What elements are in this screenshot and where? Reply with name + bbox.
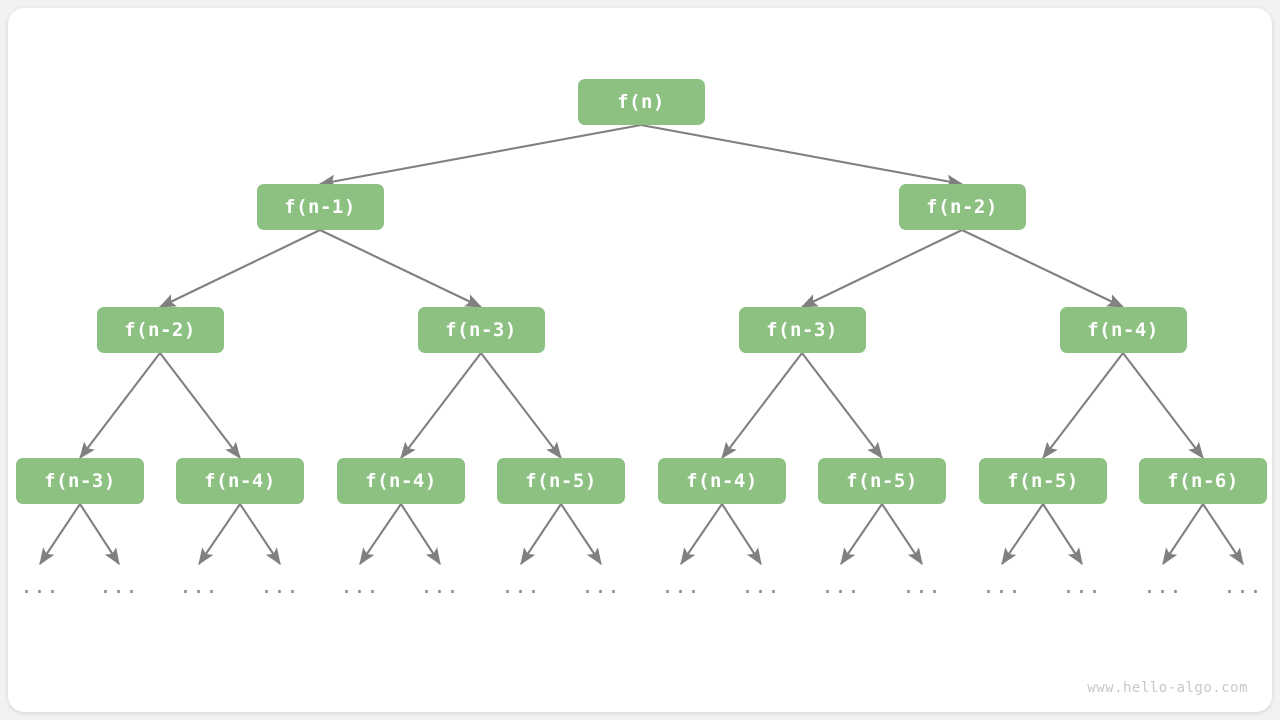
- ellipsis-marker: ...: [581, 574, 621, 598]
- ellipsis-marker: ...: [661, 574, 701, 598]
- tree-node-n1: f(n-1): [256, 184, 384, 230]
- tree-node-n0: f(n): [577, 79, 705, 125]
- tree-node-n12: f(n-5): [818, 458, 946, 504]
- tree-node-n13: f(n-5): [979, 458, 1107, 504]
- tree-node-n14: f(n-6): [1139, 458, 1267, 504]
- ellipsis-marker: ...: [1223, 574, 1263, 598]
- ellipsis-marker: ...: [179, 574, 219, 598]
- tree-node-n9: f(n-4): [337, 458, 465, 504]
- tree-node-n8: f(n-4): [176, 458, 304, 504]
- tree-node-n5: f(n-3): [738, 307, 866, 353]
- ellipsis-marker: ...: [99, 574, 139, 598]
- ellipsis-marker: ...: [1143, 574, 1183, 598]
- ellipsis-marker: ...: [821, 574, 861, 598]
- ellipsis-marker: ...: [741, 574, 781, 598]
- ellipsis-marker: ...: [260, 574, 300, 598]
- ellipsis-marker: ...: [420, 574, 460, 598]
- ellipsis-marker: ...: [1062, 574, 1102, 598]
- tree-node-n10: f(n-5): [497, 458, 625, 504]
- tree-node-n4: f(n-3): [417, 307, 545, 353]
- tree-node-n11: f(n-4): [658, 458, 786, 504]
- tree-node-n6: f(n-4): [1059, 307, 1187, 353]
- tree-node-n7: f(n-3): [16, 458, 144, 504]
- ellipsis-marker: ...: [20, 574, 60, 598]
- watermark: www.hello-algo.com: [1087, 680, 1248, 696]
- tree-node-n2: f(n-2): [898, 184, 1026, 230]
- ellipsis-marker: ...: [902, 574, 942, 598]
- ellipsis-marker: ...: [501, 574, 541, 598]
- ellipsis-marker: ...: [340, 574, 380, 598]
- ellipsis-marker: ...: [982, 574, 1022, 598]
- tree-node-n3: f(n-2): [96, 307, 224, 353]
